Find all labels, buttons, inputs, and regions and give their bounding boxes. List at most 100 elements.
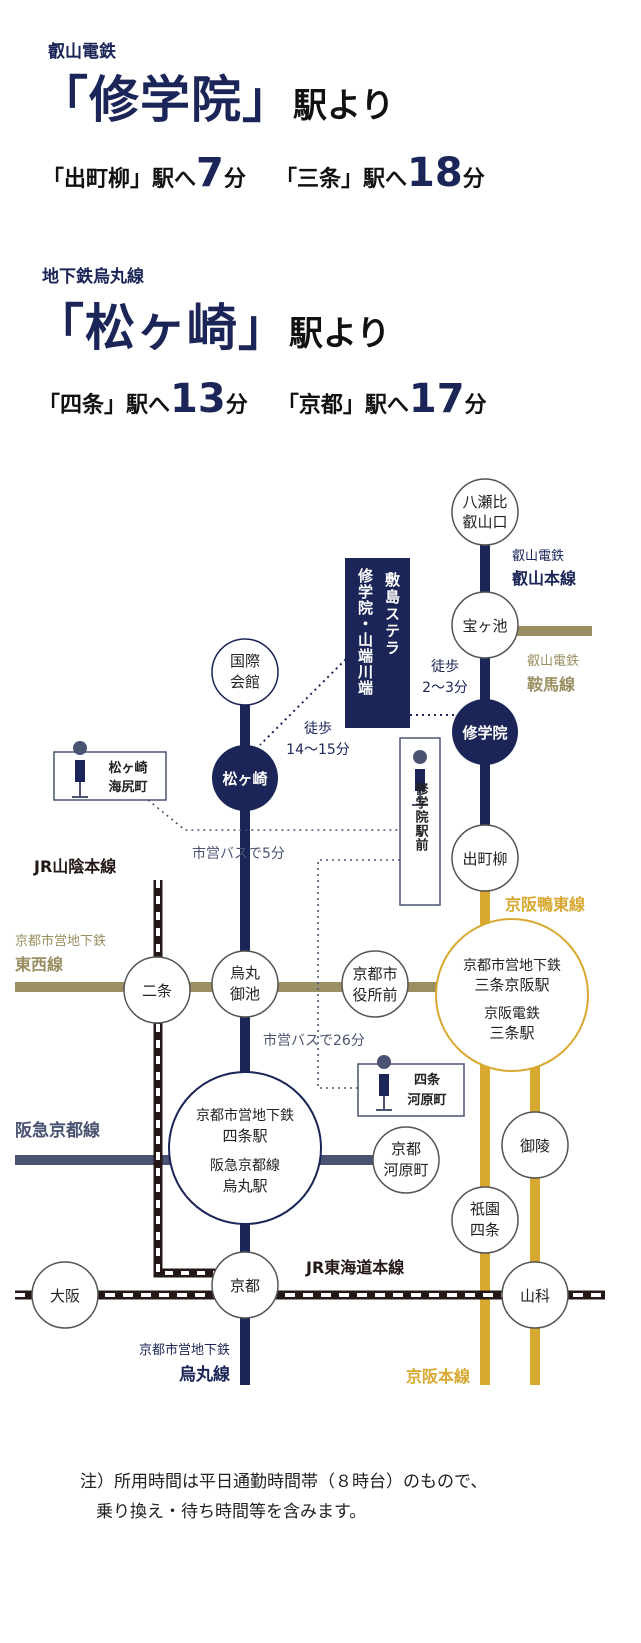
station-yamashina-label: 山科 [520,1287,550,1305]
bus-route2-label: 市営バスで26分 [263,1032,365,1049]
station-yamashina-circle [501,1261,569,1329]
header2-dest1-name: 「四条」駅へ [38,393,171,418]
bus-stop1-label: 海尻町 [108,779,147,795]
property-name-col2: 修学院・山端川端 [356,567,374,696]
station-shugakuin-circle [452,699,518,765]
station-shijo-label: 阪急京都線 [210,1158,280,1174]
station-kawaramachi-label: 京都 [391,1140,421,1158]
header1-station-suffix: 駅より [293,86,395,126]
station-osaka-label: 大阪 [50,1287,80,1305]
station-demachiyanagi-circle [451,824,519,892]
station-kawaramachi-circle [372,1126,440,1194]
station-sanjo-label: 三条駅 [489,1024,534,1042]
station-shijo-label: 京都市営地下鉄 [196,1107,294,1124]
header2-dest1-unit: 分 [225,393,248,418]
header2-dest2-name: 「京都」駅へ [276,393,409,418]
station-karasumaoike-label: 御池 [230,985,260,1003]
station-nijo-label: 二条 [142,982,172,1000]
station-shiyakusho-label: 京都市 [352,965,397,983]
bus-stop1-label: 松ヶ崎 [108,760,147,776]
footnote-line1: 注）所用時間は平日通勤時間帯（８時台）のもので、 [80,1472,488,1492]
karasuma-line-label: 京都市営地下鉄 [139,1342,230,1358]
station-takaragaike-label: 宝ヶ池 [462,617,507,635]
station-osaka-circle [31,1261,99,1329]
header1-destinations: 「出町柳」駅へ7分 「三条」駅へ18分 [42,150,485,196]
station-kokusai-circle [211,638,279,706]
station-misasagi-circle [501,1111,569,1179]
bus-stop3-label: 四条 [414,1072,441,1088]
station-takaragaike-circle [451,591,519,659]
station-sanjo-label: 京阪電鉄 [484,1006,540,1022]
header2-dest2-num: 17 [408,376,465,422]
bus-stop-box-3 [357,1063,465,1117]
station-shijo-label: 四条駅 [222,1127,267,1145]
eizan-main-line-label: 叡山電鉄 [512,549,564,564]
station-misasagi-label: 御陵 [520,1137,550,1155]
header2-destinations: 「四条」駅へ13分 「京都」駅へ17分 [38,376,487,422]
header1-station-big: 「修学院」 [38,71,293,129]
footnote: 注）所用時間は平日通勤時間帯（８時台）のもので、 乗り換え・待ち時間等を含みます… [80,1467,487,1527]
station-kokusai-label: 国際 [230,652,260,670]
station-matsugasaki-circle [212,745,278,811]
station-sanjo-circle [435,918,589,1072]
station-shiyakusho-circle [341,950,409,1018]
header1-dest1-num: 7 [196,150,224,196]
property-name-col1: 敷島ステラ [383,571,401,657]
bus-stop2-label: 修学院駅前 [413,781,430,852]
walk-matsugasaki-label: 徒歩 [304,721,332,737]
station-matsugasaki-label: 松ヶ崎 [222,770,267,788]
station-nijo-circle [123,956,191,1024]
station-karasumaoike-circle [211,950,279,1018]
header1-line-name: 叡山電鉄 [48,42,116,62]
station-karasumaoike-label: 烏丸 [230,964,260,982]
header2-station-big: 「松ヶ崎」 [34,299,289,357]
station-yase-label: 叡山口 [462,513,507,531]
sanin-line-label: JR山陰本線 [33,857,116,876]
station-shijo-circle [168,1071,322,1225]
station-gion-circle [451,1186,519,1254]
header2-line-name: 地下鉄烏丸線 [42,267,144,287]
header1-dest2-name: 「三条」駅へ [275,167,408,192]
keihan-main-line-label: 京阪本線 [406,1367,470,1386]
station-sanjo-label: 京都市営地下鉄 [463,957,561,974]
header1-dest2-unit: 分 [462,167,485,192]
station-yase-label: 八瀬比 [462,493,507,511]
bus-stop-icon [376,1055,392,1111]
station-shugakuin-label: 修学院 [461,724,507,742]
station-sanjo-label: 三条京阪駅 [474,976,549,994]
header1-dest1-unit: 分 [223,167,246,192]
header2-dest2-unit: 分 [464,393,487,418]
bus-paths [147,799,400,1089]
station-yase-circle [451,478,519,546]
bus-stop-box-2 [399,737,441,906]
header1-station-title: 「修学院」駅より [38,60,394,132]
station-shiyakusho-label: 役所前 [352,986,397,1004]
walk-shugakuin-label: 2〜3分 [422,680,468,696]
bus-stop3-label: 河原町 [407,1092,446,1108]
bus-stop-icon [72,741,88,798]
station-kyoto-label: 京都 [230,1277,260,1295]
keihan-oto-line-label: 京阪鴨東線 [505,895,585,914]
property-box [345,558,410,728]
header1-dest2-num: 18 [407,150,463,196]
station-kawaramachi-label: 河原町 [383,1161,428,1179]
station-kyoto-circle [211,1251,279,1319]
kurama-line-label: 鞍馬線 [527,675,575,694]
station-shijo-label: 烏丸駅 [222,1177,267,1195]
kurama-line-label: 叡山電鉄 [527,654,579,669]
walk-shugakuin-label: 徒歩 [431,659,459,675]
station-kokusai-label: 会館 [230,673,260,691]
hankyu-line-label: 阪急京都線 [15,1120,100,1141]
station-gion-label: 四条 [470,1221,500,1239]
station-demachiyanagi-label: 出町柳 [462,850,507,868]
bus-stop-icon [412,750,428,806]
header2-station-title: 「松ヶ崎」駅より [34,288,390,360]
karasuma-line-label: 烏丸線 [179,1364,230,1385]
tozai-line-label: 東西線 [15,955,63,974]
header1-dest1-name: 「出町柳」駅へ [42,167,197,192]
bus-route1-label: 市営バスで5分 [192,845,285,862]
station-gion-label: 祇園 [470,1200,500,1218]
footnote-line2: 乗り換え・待ち時間等を含みます。 [96,1502,367,1522]
walk-matsugasaki-label: 14〜15分 [286,742,350,758]
